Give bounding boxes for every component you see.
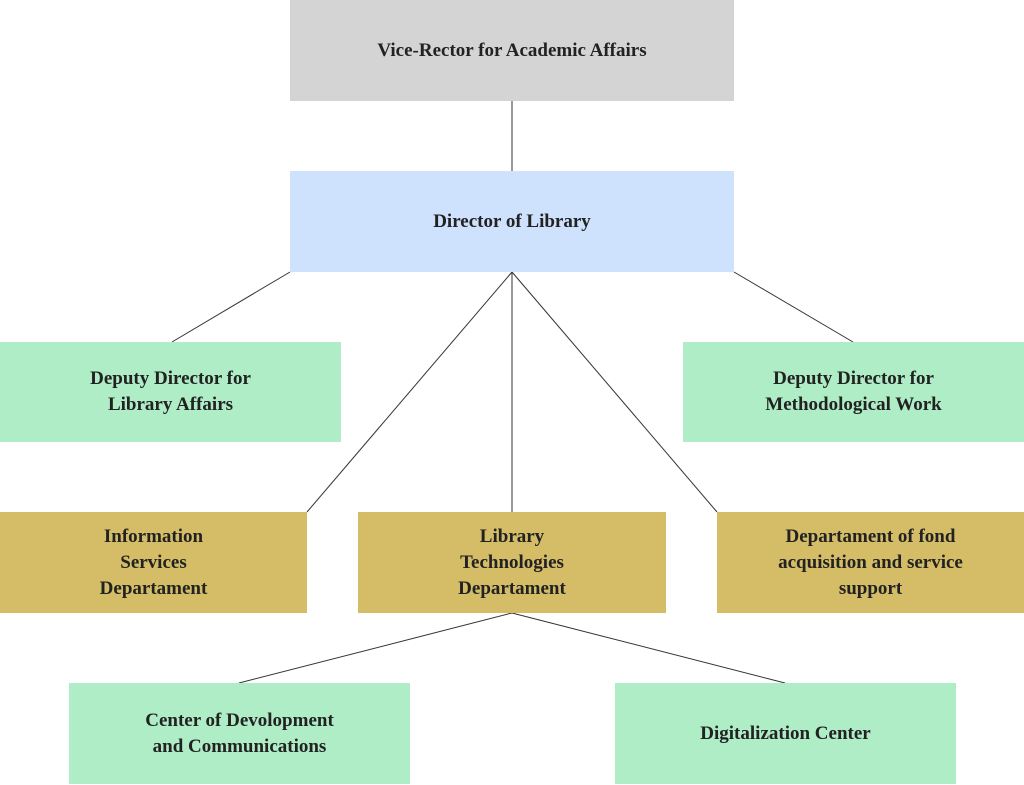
deputy-library-label: Deputy Director for Library Affairs <box>90 368 251 415</box>
connector-library-tech-digital-center <box>511 612 786 684</box>
connector-director-info-services <box>306 271 513 513</box>
deputy-method-box: Deputy Director for Methodological Work <box>683 342 1024 442</box>
info-services-box: Information Services Departament <box>0 512 307 613</box>
deputy-method-label: Deputy Director for Methodological Work <box>765 368 942 415</box>
vice-rector-label: Vice-Rector for Academic Affairs <box>377 39 647 61</box>
library-tech-label: Library Technologies Departament <box>458 525 566 599</box>
vice-rector-box: Vice-Rector for Academic Affairs <box>290 0 734 101</box>
info-services-label: Information Services Departament <box>99 525 208 599</box>
connector-director-deputy-library <box>171 271 291 343</box>
digital-center-box: Digitalization Center <box>615 683 956 784</box>
director-box: Director of Library <box>290 171 734 272</box>
fond-acquisition-box: Departament of fond acquisition and serv… <box>717 512 1024 613</box>
library-tech-box: Library Technologies Departament <box>358 512 666 613</box>
deputy-library-box: Deputy Director for Library Affairs <box>0 342 341 442</box>
director-label: Director of Library <box>433 210 591 232</box>
digital-center-label: Digitalization Center <box>700 722 871 744</box>
dev-center-label: Center of Devolopment and Communications <box>145 709 334 757</box>
connector-director-deputy-method <box>733 271 854 343</box>
connector-director-fond-acquisition <box>511 271 718 513</box>
dev-center-box: Center of Devolopment and Communications <box>69 683 410 784</box>
connector-library-tech-dev-center <box>238 612 513 684</box>
fond-acquisition-label: Departament of fond acquisition and serv… <box>778 525 963 599</box>
